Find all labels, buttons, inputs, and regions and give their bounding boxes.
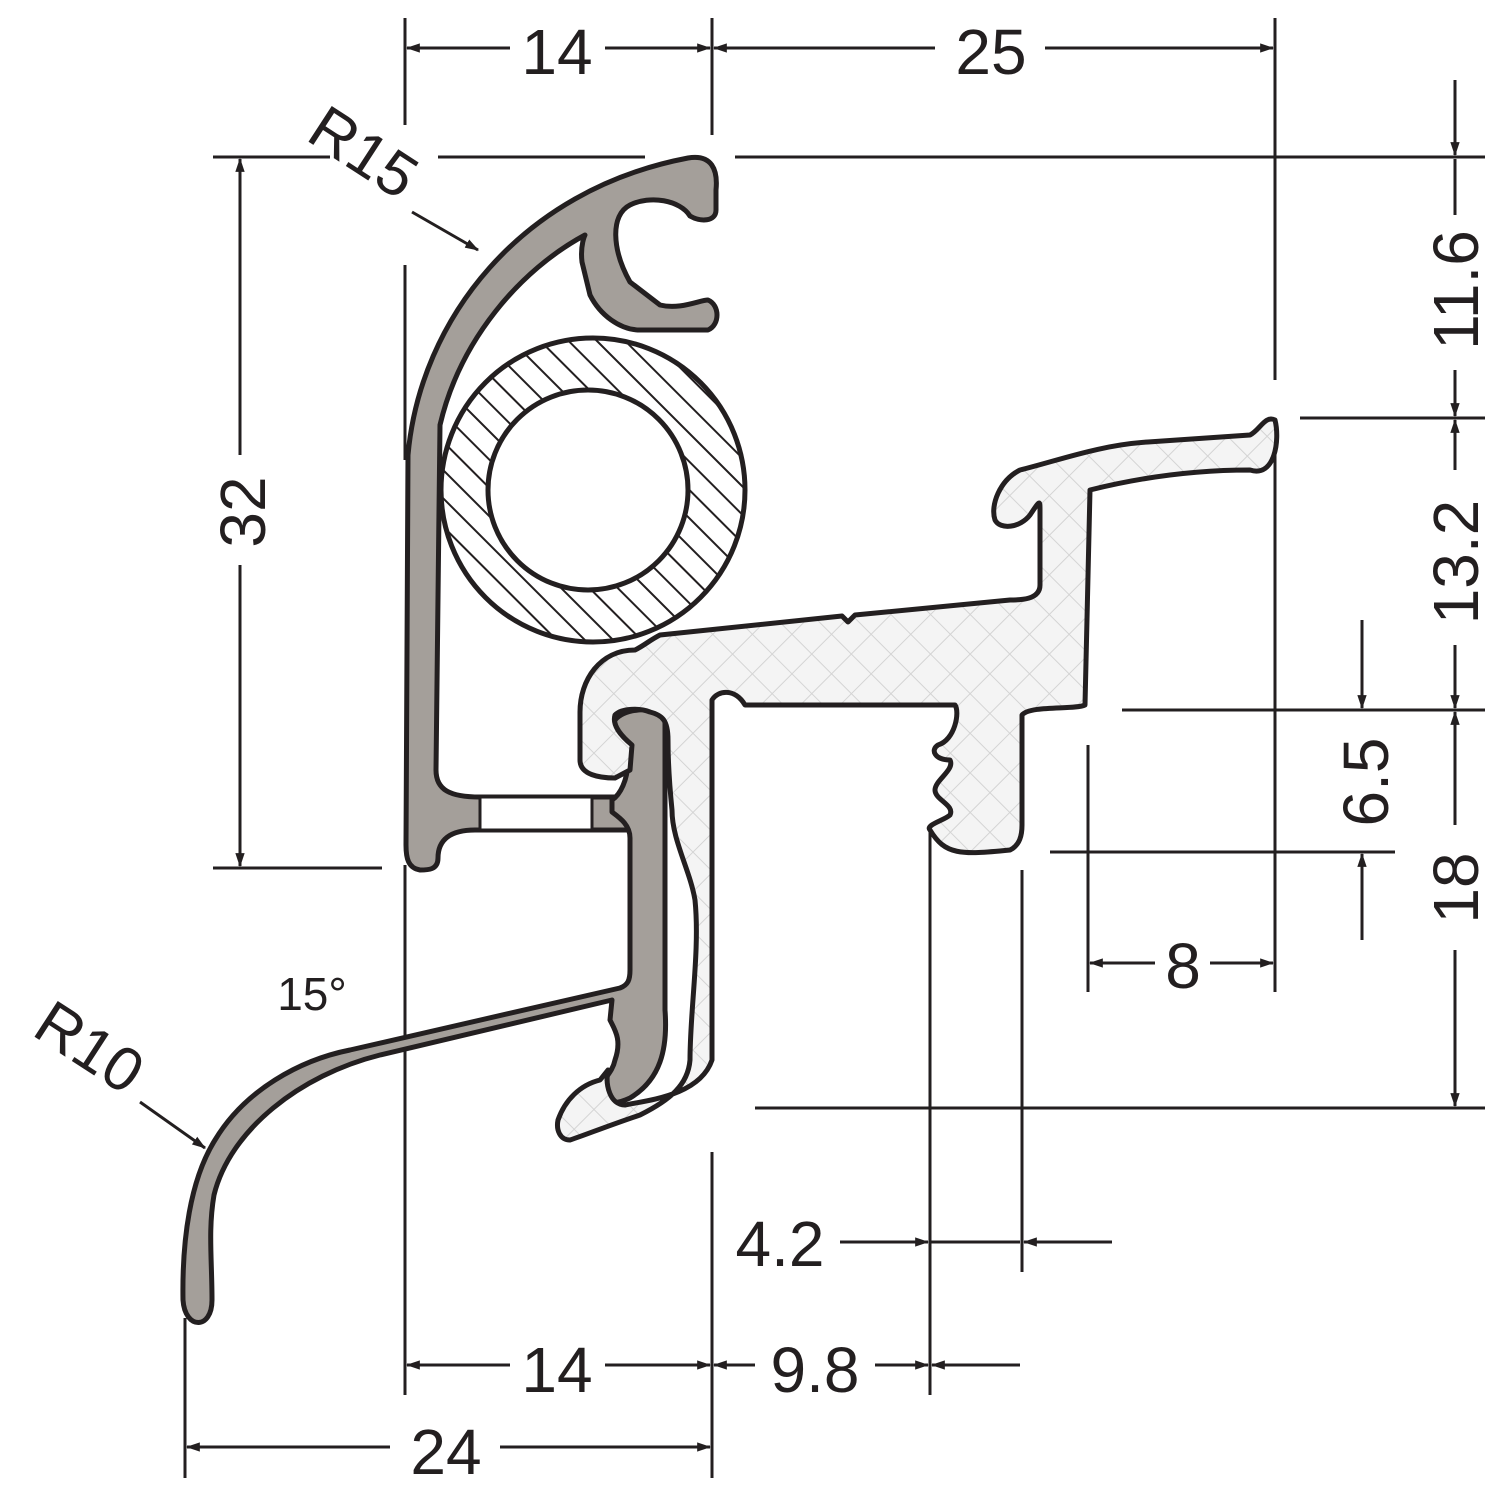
dimension-lines <box>139 43 1460 1452</box>
radius-r15-label: R15 <box>297 93 430 213</box>
dim-top-14: 14 <box>521 16 592 88</box>
dim-4-2: 4.2 <box>736 1208 825 1280</box>
dim-bottom-14: 14 <box>521 1334 592 1406</box>
dim-left-32: 32 <box>207 476 279 547</box>
dim-right-11-6: 11.6 <box>1420 230 1492 350</box>
extension-lines <box>183 18 1485 1478</box>
dim-top-25: 25 <box>955 16 1026 88</box>
connector-insert <box>478 795 594 832</box>
aluminium-profile-top <box>403 154 720 873</box>
angle-15-label: 15° <box>277 968 347 1020</box>
seal-profile <box>555 416 1280 1143</box>
dim-right-13-2: 13.2 <box>1420 500 1492 625</box>
dim-right-18: 18 <box>1420 852 1492 923</box>
radius-r10-label: R10 <box>23 988 156 1108</box>
dim-6-5: 6.5 <box>1330 738 1402 827</box>
tube-seal <box>438 335 748 645</box>
dim-8: 8 <box>1165 930 1201 1002</box>
dim-bottom-24: 24 <box>410 1416 481 1488</box>
dim-bottom-9-8: 9.8 <box>771 1334 860 1406</box>
